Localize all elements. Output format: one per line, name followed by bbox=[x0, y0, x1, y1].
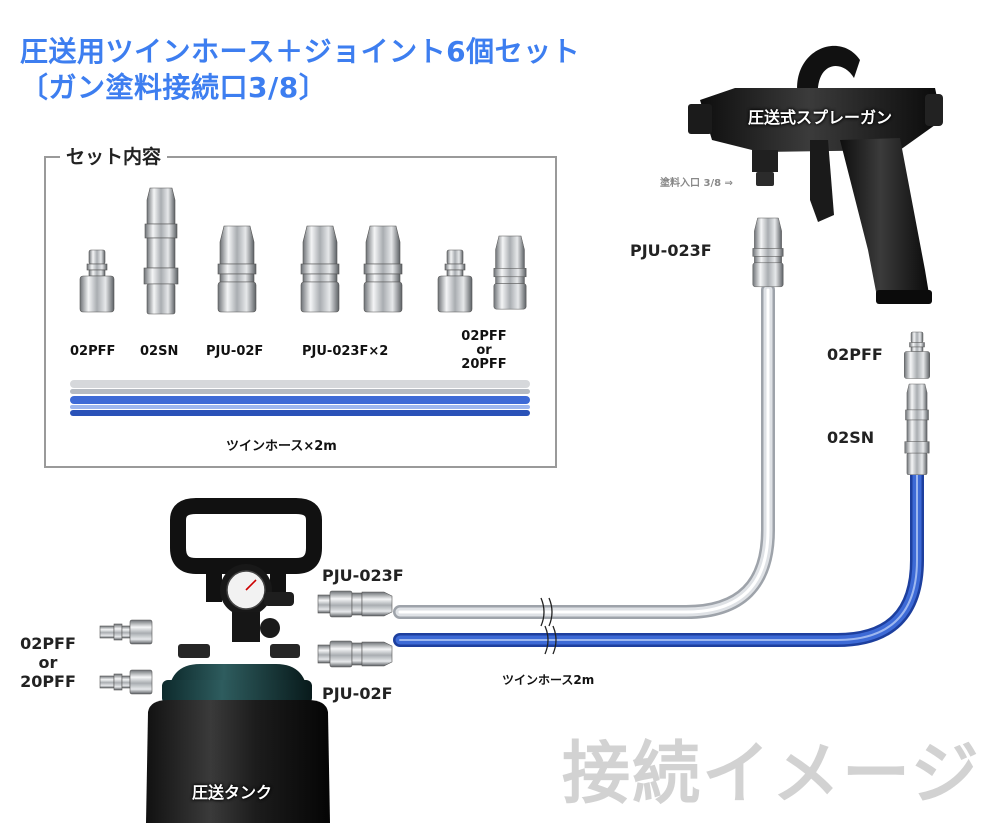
part-pju-023f-a bbox=[300, 225, 340, 313]
tank-fitting-pju-02f bbox=[317, 640, 393, 668]
twin-hose-sample bbox=[70, 380, 530, 416]
label-02pff: 02PFF bbox=[70, 344, 116, 359]
gun-fitting-pju-023f bbox=[752, 217, 784, 288]
label-hose-2m: ツインホース2m bbox=[502, 673, 595, 687]
label-tank-fitting-pju-023f: PJU-023F bbox=[322, 566, 404, 585]
clear-hose bbox=[393, 283, 775, 619]
label-spray-gun: 圧送式スプレーガン bbox=[748, 108, 893, 127]
part-pju-023f-b bbox=[363, 225, 403, 313]
part-pju-02f bbox=[217, 225, 257, 313]
set-contents-box bbox=[44, 156, 557, 468]
label-or: or bbox=[476, 343, 492, 358]
blue-hose bbox=[393, 468, 924, 647]
pressure-tank bbox=[146, 498, 330, 823]
tank-alt-plug-20pff bbox=[99, 669, 153, 695]
hose-break-mark bbox=[540, 597, 557, 655]
label-tank-fitting-pju-02f: PJU-02F bbox=[322, 684, 393, 703]
label-20pff-alt: 20PFF bbox=[461, 357, 507, 372]
tank-fitting-pju-023f bbox=[317, 590, 393, 618]
label-twin-hose-2m: ツインホース×2m bbox=[226, 439, 337, 454]
label-pressure-tank: 圧送タンク bbox=[192, 783, 273, 802]
label-tank-alt-20pff: 20PFF bbox=[20, 672, 76, 691]
air-socket-02sn bbox=[904, 383, 930, 475]
label-tank-alt-plug: 02PFF or 20PFF bbox=[16, 634, 80, 691]
label-tank-alt-02pff: 02PFF bbox=[20, 634, 76, 653]
label-gun-inlet-note: 塗料入口 3/8 ⇒ bbox=[660, 178, 733, 189]
air-plug-02pff bbox=[904, 331, 930, 379]
label-02pff-or-20pff: 02PFF or 20PFF bbox=[456, 330, 512, 372]
title-line-2: 〔ガン塗料接続口3/8〕 bbox=[20, 71, 328, 104]
label-pju-02f: PJU-02F bbox=[206, 344, 264, 359]
tank-alt-plug-02pff bbox=[99, 619, 153, 645]
label-tank-alt-or: or bbox=[38, 653, 58, 672]
title-line-1: 圧送用ツインホース＋ジョイント6個セット bbox=[20, 35, 581, 68]
part-02pff-alt bbox=[437, 249, 473, 313]
label-air-socket-02sn: 02SN bbox=[827, 428, 875, 447]
label-02sn: 02SN bbox=[140, 344, 179, 359]
label-pju-023f-x2: PJU-023F×2 bbox=[302, 344, 389, 359]
part-20pff-alt bbox=[493, 235, 527, 310]
part-02pff bbox=[79, 249, 115, 313]
spray-gun bbox=[688, 45, 943, 304]
set-contents-heading: セット内容 bbox=[60, 142, 168, 169]
label-02pff-alt: 02PFF bbox=[461, 329, 507, 344]
part-02sn bbox=[143, 187, 179, 315]
label-gun-fitting-pju-023f: PJU-023F bbox=[630, 241, 712, 260]
label-air-plug-02pff: 02PFF bbox=[827, 345, 883, 364]
connection-image-watermark: 接続イメージ bbox=[562, 735, 981, 814]
